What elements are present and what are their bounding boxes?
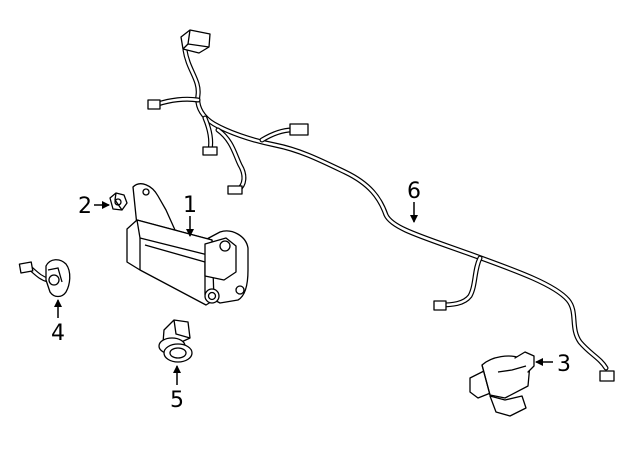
callout-3: 3 xyxy=(557,352,571,377)
callout-4: 4 xyxy=(51,321,65,346)
parking-sensor[interactable] xyxy=(158,319,193,363)
callout-1: 1 xyxy=(183,193,197,218)
callout-5: 5 xyxy=(170,388,184,413)
sensor-module[interactable] xyxy=(126,183,249,306)
clip-sensor[interactable] xyxy=(18,259,71,298)
callout-arrows xyxy=(54,201,553,385)
wiring-harness[interactable] xyxy=(147,29,615,382)
nut[interactable] xyxy=(109,192,128,211)
callout-6: 6 xyxy=(407,179,421,204)
actuator[interactable] xyxy=(469,351,535,417)
callout-2: 2 xyxy=(78,194,92,219)
callout-labels: 1 2 3 4 5 6 xyxy=(51,179,571,413)
